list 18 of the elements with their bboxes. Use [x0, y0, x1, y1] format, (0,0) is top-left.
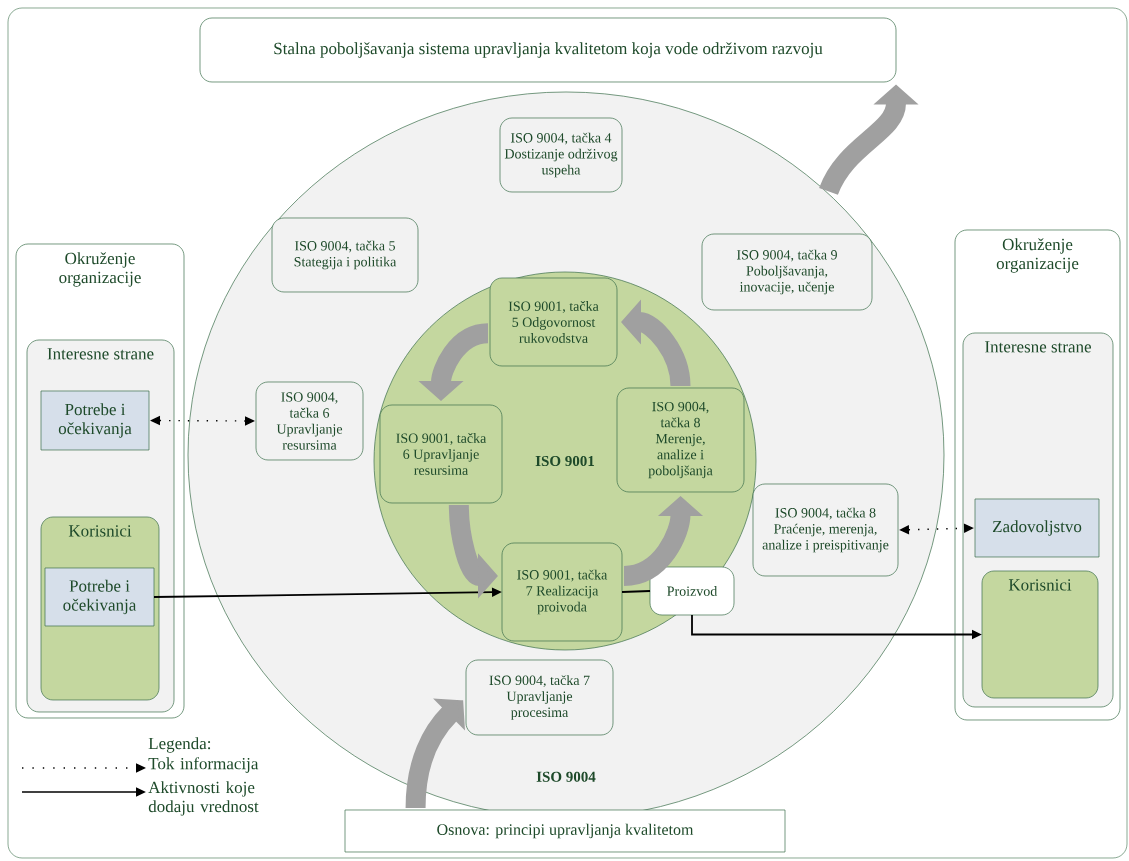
satisfaction-box: Zadovoljstvo	[974, 498, 1100, 558]
clause-box: ISO 9004, tačka 9 Poboljšavanja, inovacije, učenje	[701, 233, 873, 311]
clause-box: ISO 9004, tačka 7 Upravljanje procesima	[465, 659, 614, 736]
clause-box: ISO 9001, tačka 5 Odgovornost rukovodstva	[489, 277, 618, 367]
clause-box: ISO 9001, tačka 6 Upravljanje resursima	[379, 404, 503, 504]
needs-box: Potrebe i očekivanja	[44, 567, 155, 627]
goal-box: Stalna poboljšavanja sistema upravljanja kvalitetom koja vode održivom razvoju	[199, 17, 897, 83]
foundation-box: Osnova: principi upravljanja kvalitetom	[344, 809, 786, 853]
needs-box: Potrebe i očekivanja	[40, 390, 150, 451]
clause-box: ISO 9004, tačka 5 Stategija i politika	[271, 217, 419, 293]
connector-line	[621, 590, 651, 593]
clause-box: ISO 9004, tačka 4 Dostizanje održivog uspeha	[499, 117, 623, 193]
curved-arrow	[405, 698, 465, 809]
clause-box: ISO 9004, tačka 6 Upravljanje resursima	[255, 381, 364, 461]
customers-panel: Korisnici	[981, 570, 1099, 699]
clause-box: ISO 9001, tačka 7 Realizacija proivoda	[501, 542, 623, 642]
clause-box: ISO 9004, tačka 8 Merenje, analize i poboljšanja	[616, 387, 745, 493]
clause-box: ISO 9004, tačka 8 Praćenje, merenja, analize i preispitivanje	[752, 483, 899, 577]
